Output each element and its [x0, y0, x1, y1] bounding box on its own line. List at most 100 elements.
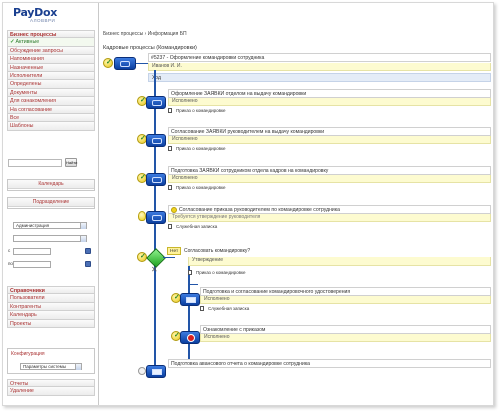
task-icon — [152, 138, 162, 144]
config-select-value: Параметры системы — [23, 364, 67, 369]
connector — [163, 257, 175, 259]
date-to-field[interactable] — [13, 261, 51, 268]
logo-title: PayDox — [13, 6, 58, 19]
task-title: Согласование приказа руководителем по ко… — [168, 205, 491, 214]
task-document[interactable]: Служебная записка — [200, 305, 249, 312]
task-title-label: Согласование приказа руководителем по ко… — [179, 207, 340, 213]
menu-item-templates[interactable]: Шаблоны — [7, 122, 95, 131]
menu-item-for-review[interactable]: Для ознакомления — [7, 97, 95, 106]
main-content: Бизнес процессы › Информация БП Кадровые… — [100, 3, 493, 405]
date-from-field[interactable] — [13, 248, 51, 255]
menu-item-all[interactable]: Все — [7, 113, 95, 123]
task-document-label: Приказ о командировке — [176, 146, 226, 151]
start-node[interactable] — [114, 57, 136, 70]
task-node-5[interactable] — [180, 293, 200, 306]
final-task-title[interactable]: Подготовка авансового отчета о командиро… — [168, 359, 491, 368]
task-2[interactable]: Согласование ЗАЯВКИ руководителем на выд… — [168, 127, 491, 155]
calendar-box[interactable]: Календарь — [7, 179, 95, 191]
check-icon: ✓ — [10, 39, 15, 46]
date-to-label: по — [8, 261, 13, 266]
menu-item-active[interactable]: ✓Активные — [7, 38, 95, 47]
menu-item-users[interactable]: Пользователи — [7, 294, 95, 303]
department-select-value: Администрация — [16, 223, 50, 228]
task-node-2[interactable] — [146, 134, 166, 147]
chevron-down-icon — [80, 223, 86, 229]
task-node-4[interactable] — [146, 211, 166, 224]
calendar-icon[interactable] — [85, 261, 91, 267]
menu-item-calendar[interactable]: Календарь — [7, 311, 95, 320]
process-header[interactable]: #5237 - Оформление командировки сотрудни… — [148, 53, 491, 62]
task-document[interactable]: Приказ о командировке — [168, 184, 226, 191]
task-6[interactable]: Ознакомление с приказом Исполнено — [200, 325, 491, 353]
task-document-label: Служебная записка — [208, 306, 250, 311]
document-icon — [200, 306, 204, 312]
task-document[interactable]: Служебная записка — [168, 223, 217, 230]
task-4[interactable]: Согласование приказа руководителем по ко… — [168, 205, 491, 233]
branch-line — [188, 261, 190, 361]
task-status: Исполнено — [168, 98, 491, 106]
menu-item-documents[interactable]: Документы — [7, 88, 95, 98]
calendar-icon[interactable] — [85, 248, 91, 254]
task-icon — [152, 100, 162, 106]
main-menu: Бизнес процессы ✓Активные Обсуждение зап… — [7, 30, 95, 131]
task-document[interactable]: Приказ о командировке — [168, 145, 226, 152]
config-select[interactable]: Параметры системы — [20, 363, 82, 370]
document-icon — [168, 185, 172, 191]
task-1[interactable]: Оформление ЗАЯВКИ отделом на выдачу кома… — [168, 89, 491, 117]
config-label: Конфигурация — [11, 351, 45, 357]
filter-panel: Администрация с по — [7, 216, 95, 276]
chevron-down-icon — [75, 364, 81, 370]
breadcrumb[interactable]: Бизнес процессы › Информация БП — [103, 31, 187, 37]
task-document-label: Приказ о командировке — [176, 185, 226, 190]
task-node-6[interactable] — [180, 331, 200, 344]
period-select[interactable] — [13, 235, 87, 242]
department-box[interactable]: Подразделение — [7, 197, 95, 209]
page-title: Кадровые процессы (Командировки) — [103, 45, 197, 51]
task-title: Согласование ЗАЯВКИ руководителем на выд… — [168, 127, 491, 136]
sidebar: PayDox АЛОВВРИ Бизнес процессы ✓Активные… — [3, 3, 99, 405]
decision-tag: Нет — [167, 247, 182, 255]
department-box-title: Подразделение — [8, 198, 94, 207]
decision-document-label: Приказ о командировке — [196, 270, 246, 275]
envelope-icon — [186, 297, 196, 303]
menu-item-for-approval[interactable]: На согласование — [7, 105, 95, 114]
task-document[interactable]: Приказ о командировке — [168, 107, 226, 114]
task-status: Исполнено — [200, 334, 491, 342]
decision-body: Утверждение — [188, 257, 491, 266]
menu-item-references[interactable]: Справочники — [7, 286, 95, 295]
search-button[interactable]: Найти — [65, 158, 78, 167]
decision-document[interactable]: Приказ о командировке — [188, 270, 246, 276]
menu-item-business-processes[interactable]: Бизнес процессы — [7, 30, 95, 39]
department-select[interactable]: Администрация — [13, 222, 87, 229]
task-status: Исполнено — [168, 136, 491, 144]
menu-item-contractors[interactable]: Контрагенты — [7, 302, 95, 312]
config-box: Конфигурация Параметры системы — [7, 348, 95, 374]
app-window: PayDox АЛОВВРИ Бизнес процессы ✓Активные… — [2, 2, 494, 406]
task-5[interactable]: Подготовка и согласование командировочно… — [200, 287, 491, 315]
menu-item-defined[interactable]: Определены — [7, 80, 95, 89]
task-title: Ознакомление с приказом — [200, 325, 491, 334]
logo-subtitle: АЛОВВРИ — [30, 18, 56, 23]
document-icon — [168, 224, 172, 230]
process-status: Ход — [148, 73, 491, 82]
connector — [136, 63, 148, 65]
menu-item-executors[interactable]: Исполнители — [7, 71, 95, 81]
menu-item-assigned[interactable]: Назначенные — [7, 63, 95, 72]
task-node-3[interactable] — [146, 173, 166, 186]
menu-item-reports[interactable]: Отчеты — [7, 379, 95, 388]
task-node-7[interactable] — [146, 365, 166, 378]
menu-item-reminders[interactable]: Напоминания — [7, 55, 95, 64]
task-node-1[interactable] — [146, 96, 166, 109]
logo[interactable]: PayDox АЛОВВРИ — [13, 6, 93, 30]
menu-item-deletion[interactable]: Удаление — [7, 387, 95, 396]
bottom-menu: Отчеты Удаление — [7, 379, 95, 396]
task-3[interactable]: Подготовка ЗАЯВКИ сотрудником отдела кад… — [168, 166, 491, 194]
search-input[interactable] — [8, 159, 62, 167]
lightbulb-icon — [138, 211, 146, 221]
menu-item-projects[interactable]: Проекты — [7, 319, 95, 328]
decision-title[interactable]: Согласовать командировку? — [184, 248, 251, 254]
menu-item-discussion[interactable]: Обсуждение запросы — [7, 46, 95, 56]
calendar-box-title: Календарь — [8, 180, 94, 189]
document-icon — [188, 270, 192, 276]
task-status: Исполнено — [168, 175, 491, 183]
